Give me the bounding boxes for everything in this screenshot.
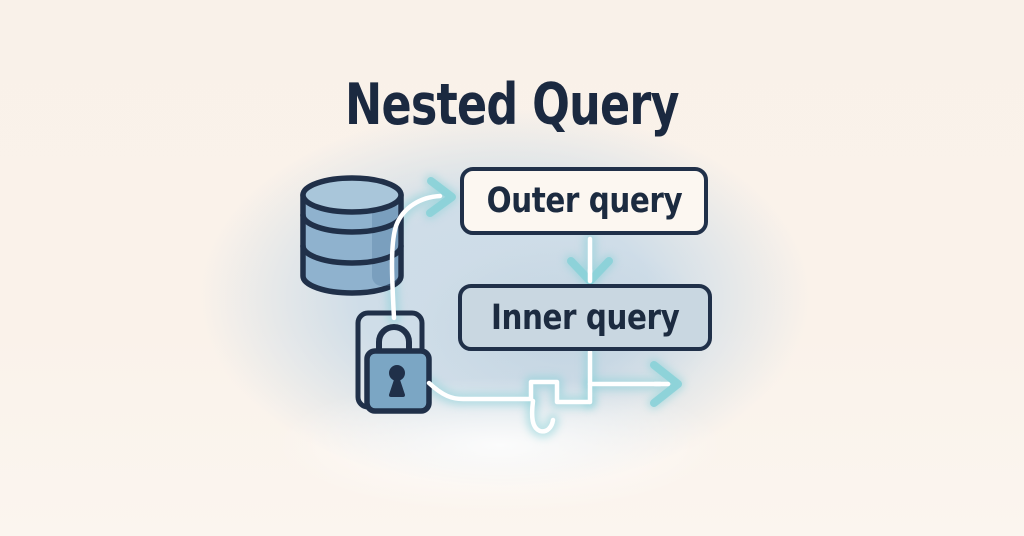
inner-query-label: Inner query: [490, 297, 680, 338]
lock-icon: [355, 310, 432, 414]
page-title: Nested Query: [0, 72, 1024, 138]
lock-to-junction-line: [426, 379, 592, 405]
outer-query-node: Outer query: [460, 167, 708, 235]
outer-query-label: Outer query: [486, 181, 682, 221]
database-icon: [300, 175, 404, 296]
inner-query-node: Inner query: [458, 284, 712, 351]
lock-shackle: [376, 324, 412, 356]
hook-line: [529, 398, 556, 434]
database-to-outer-arrow: [389, 193, 443, 321]
arrowhead-out-icon: [650, 361, 682, 407]
page-title-text: Nested Query: [345, 72, 679, 138]
arrowhead-right-icon: [426, 177, 456, 217]
arrow-layer: [389, 177, 682, 434]
